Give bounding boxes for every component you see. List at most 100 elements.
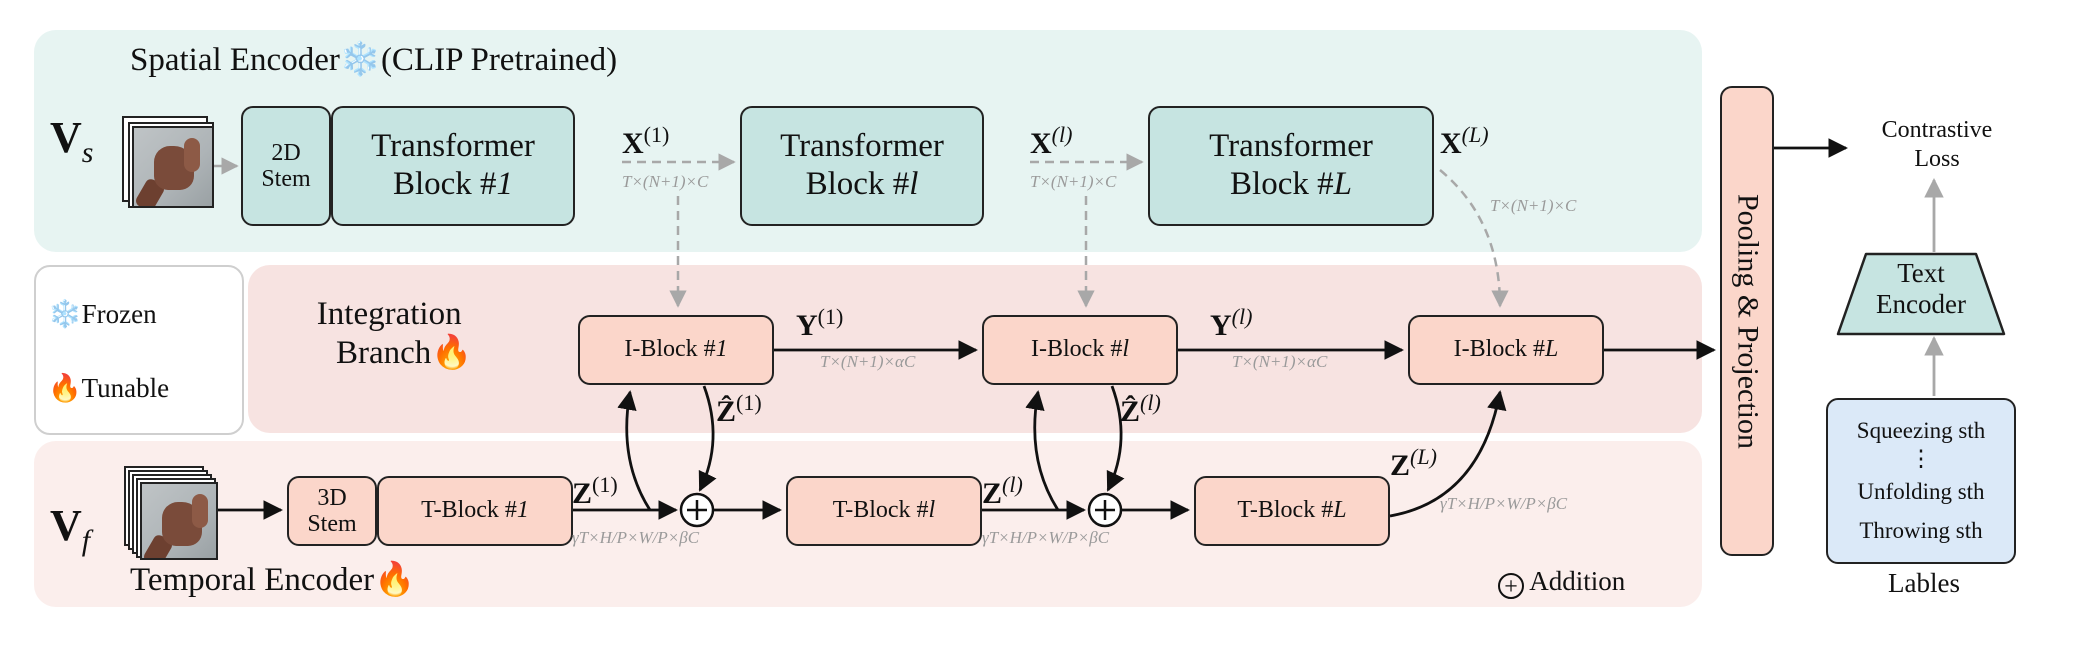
transformer-block-L-index: L xyxy=(1333,166,1352,202)
snowflake-icon: ❄️ xyxy=(339,42,381,78)
arrow-zhatl-down xyxy=(1106,385,1125,492)
plus-circle-icon: + xyxy=(1498,573,1524,599)
xl-var: X xyxy=(1030,127,1052,160)
t-block-L-index: L xyxy=(1333,497,1347,524)
z1-label: Z(1) xyxy=(572,472,618,511)
i-block-l: I-Block #l xyxy=(982,315,1178,385)
zL-dim: γT×H/P×W/P×βC xyxy=(1440,494,1568,513)
arrow-zL-up xyxy=(1389,390,1507,518)
xl-dim: T×(N+1)×C xyxy=(1030,172,1117,191)
i-block-l-index: l xyxy=(1122,336,1129,363)
transformer-block-l-index: l xyxy=(909,166,919,202)
transformer-block-1-line1: Transformer xyxy=(371,128,535,165)
xL-label: X(L) xyxy=(1440,122,1489,161)
legend-tunable-label: Tunable xyxy=(81,373,170,403)
contrastive-loss-line1: Contrastive xyxy=(1881,117,1993,143)
xl-sup: (l) xyxy=(1051,122,1073,147)
integration-branch-title: Integration Branch🔥 xyxy=(306,296,473,372)
t-block-L-label: T-Block # xyxy=(1237,497,1334,524)
t-block-l-index: l xyxy=(928,497,936,524)
contrastive-loss-line2: Loss xyxy=(1914,145,1960,172)
zl-var: Z xyxy=(982,477,1003,510)
transformer-block-L-line1: Transformer xyxy=(1209,128,1373,165)
t-block-l: T-Block #l xyxy=(786,476,982,546)
transformer-block-1-index: 1 xyxy=(496,166,514,202)
fire-icon: 🔥 xyxy=(431,335,473,371)
x1-label: X(1) xyxy=(622,122,669,161)
xl-label: X(l) xyxy=(1030,122,1072,161)
label-ellipsis: ⋮ xyxy=(1909,446,1933,472)
z1-dim: γT×H/P×W/P×βC xyxy=(572,528,700,547)
t-block-L: T-Block #L xyxy=(1194,476,1390,546)
dashed-xL-down xyxy=(1439,169,1509,308)
zhat1-var: Ẑ xyxy=(716,395,737,428)
labels-caption: Lables xyxy=(1888,568,1960,598)
spatial-input-frame-image xyxy=(132,126,214,208)
spatial-encoder-title-suffix: (CLIP Pretrained) xyxy=(380,42,618,78)
legend-frozen: ❄️Frozen xyxy=(48,298,157,330)
y1-dim: T×(N+1)×αC xyxy=(820,352,916,371)
yl-label: Y(l) xyxy=(1210,304,1252,343)
x1-sup: (1) xyxy=(643,122,670,147)
zhatl-label: Ẑ(l) xyxy=(1120,390,1161,429)
temporal-input-label: Vf xyxy=(50,500,90,558)
yl-sup: (l) xyxy=(1231,304,1253,329)
temporal-encoder-title: Temporal Encoder🔥 xyxy=(130,560,415,599)
y1-sup: (1) xyxy=(817,304,844,329)
spatial-encoder-title-text: Spatial Encoder xyxy=(130,42,340,78)
y1-label: Y(1) xyxy=(796,304,843,343)
x1-var: X xyxy=(622,127,644,160)
i-block-L-index: L xyxy=(1544,336,1559,363)
zhatl-var: Ẑ xyxy=(1120,395,1141,428)
addition-legend: + Addition xyxy=(1498,566,1625,599)
spatial-encoder-title: Spatial Encoder❄️(CLIP Pretrained) xyxy=(130,40,617,79)
t-block-1-label: T-Block # xyxy=(421,497,517,524)
xL-var: X xyxy=(1440,127,1462,160)
i-block-L: I-Block #L xyxy=(1408,315,1604,385)
arrow-z1-up xyxy=(617,390,652,511)
i-block-L-label: I-Block # xyxy=(1453,336,1545,363)
zhat1-sup: (1) xyxy=(736,390,762,415)
legend-frozen-label: Frozen xyxy=(81,299,157,329)
xL-sup: (L) xyxy=(1461,122,1489,147)
zl-label: Z(l) xyxy=(982,472,1023,511)
i-block-1-index: 1 xyxy=(715,336,728,363)
label-item-2: Unfolding sth xyxy=(1857,479,1985,504)
transformer-block-l: Transformer Block #l xyxy=(740,106,984,226)
legend-tunable: 🔥Tunable xyxy=(48,372,169,404)
t-block-1-index: 1 xyxy=(516,497,529,524)
snowflake-icon: ❄️ xyxy=(48,299,82,329)
xL-dim: T×(N+1)×C xyxy=(1490,196,1577,215)
2d-stem-label: 2D Stem xyxy=(261,139,311,192)
temporal-input-var: V xyxy=(50,501,82,550)
zl-sup: (l) xyxy=(1002,472,1023,497)
arrow-zl-up xyxy=(1025,390,1060,511)
spatial-input-var: V xyxy=(50,113,82,162)
legend-box xyxy=(34,265,244,435)
fire-icon: 🔥 xyxy=(48,373,82,403)
zL-var: Z xyxy=(1390,449,1411,482)
pooling-projection-label: Pooling & Projection xyxy=(1731,193,1765,449)
zhatl-sup: (l) xyxy=(1140,390,1161,415)
fire-icon: 🔥 xyxy=(374,562,416,598)
integration-title-line1: Integration xyxy=(316,296,462,332)
transformer-block-1: Transformer Block #1 xyxy=(331,106,575,226)
zl-dim: γT×H/P×W/P×βC xyxy=(982,528,1110,547)
pooling-projection-block: Pooling & Projection xyxy=(1720,86,1774,556)
transformer-block-l-line2: Block # xyxy=(805,166,910,202)
zhat1-label: Ẑ(1) xyxy=(716,390,762,429)
label-item-3: Throwing sth xyxy=(1859,517,1983,543)
text-encoder-line1: Text xyxy=(1897,258,1945,288)
text-encoder-line2: Encoder xyxy=(1876,289,1966,320)
addition-legend-label: Addition xyxy=(1529,566,1626,596)
spatial-input-sub: s xyxy=(81,135,94,169)
i-block-1-label: I-Block # xyxy=(624,336,716,363)
label-item-1: Squeezing sth xyxy=(1856,417,1986,443)
temporal-encoder-title-text: Temporal Encoder xyxy=(130,562,375,598)
z1-var: Z xyxy=(572,477,593,510)
transformer-block-L-line2: Block # xyxy=(1230,166,1334,202)
labels-box: Squeezing sth ⋮ Unfolding sth Throwing s… xyxy=(1826,398,2016,564)
transformer-block-l-line1: Transformer xyxy=(780,128,944,165)
i-block-l-label: I-Block # xyxy=(1031,336,1123,363)
